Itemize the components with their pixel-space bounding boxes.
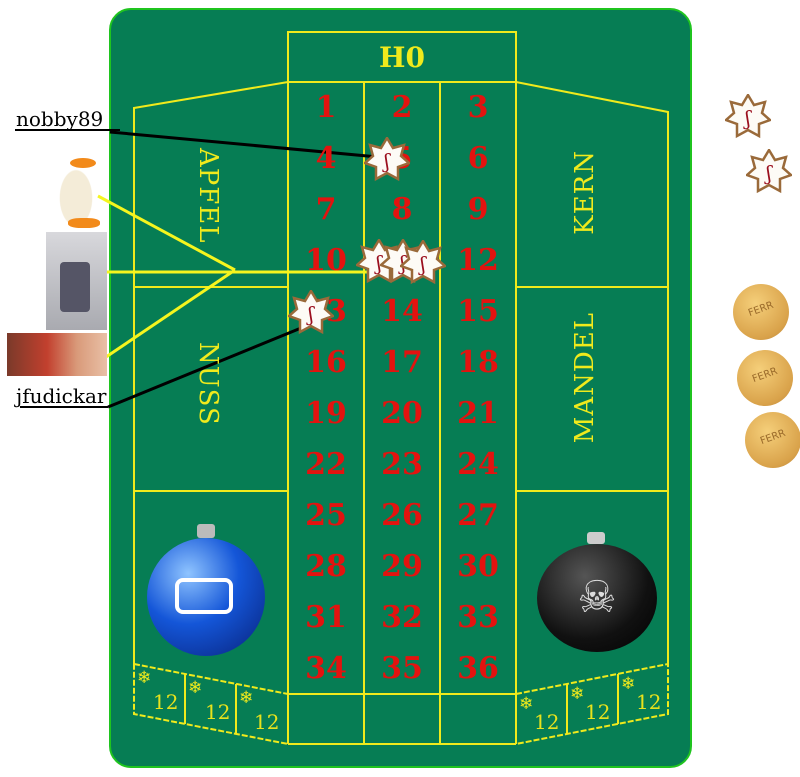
cookie-chip-stack-icon[interactable]: [725, 94, 771, 140]
dozen-bet-5[interactable]: 12: [585, 700, 611, 724]
bet-field-kern[interactable]: KERN: [570, 150, 600, 235]
blue-ornament-icon: [147, 524, 265, 656]
number-cell-1[interactable]: 1: [315, 90, 337, 125]
dozen-bet-3[interactable]: 12: [254, 710, 280, 734]
number-cell-6[interactable]: 6: [467, 141, 489, 176]
snowflake-icon: ❄: [137, 668, 152, 688]
number-cell-15[interactable]: 15: [457, 294, 499, 329]
bet-field-apfel[interactable]: APFEL: [193, 148, 223, 244]
bet-field-mandel[interactable]: MANDEL: [570, 312, 600, 444]
dozen-bet-4[interactable]: 12: [534, 710, 560, 734]
number-cell-32[interactable]: 32: [381, 600, 423, 635]
snowflake-icon: ❄: [621, 674, 636, 694]
number-cell-25[interactable]: 25: [305, 498, 347, 533]
number-cell-22[interactable]: 22: [305, 447, 347, 482]
number-cell-19[interactable]: 19: [305, 396, 347, 431]
number-cell-23[interactable]: 23: [381, 447, 423, 482]
number-cell-17[interactable]: 17: [381, 345, 423, 380]
train-avatar: [7, 333, 107, 376]
snowflake-icon: ❄: [519, 694, 534, 714]
cookie-chip-icon[interactable]: [288, 290, 334, 336]
snowflake-icon: ❄: [570, 684, 585, 704]
number-cell-24[interactable]: 24: [457, 447, 499, 482]
cookie-chip-icon[interactable]: [400, 240, 446, 286]
coin-label: FERR: [758, 427, 788, 448]
coin-label: FERR: [746, 299, 776, 320]
zero-field[interactable]: H0: [379, 40, 425, 74]
number-cell-35[interactable]: 35: [381, 651, 423, 686]
biscuit-coin-icon[interactable]: FERR: [733, 284, 789, 340]
coin-label: FERR: [750, 365, 780, 386]
number-cell-3[interactable]: 3: [467, 90, 489, 125]
number-cell-7[interactable]: 7: [315, 192, 337, 227]
biscuit-coin-icon[interactable]: FERR: [737, 350, 793, 406]
number-cell-34[interactable]: 34: [305, 651, 347, 686]
robot-avatar: [46, 232, 107, 330]
cookie-chip-icon[interactable]: [364, 137, 410, 183]
number-cell-33[interactable]: 33: [457, 600, 499, 635]
number-cell-27[interactable]: 27: [457, 498, 499, 533]
snowflake-icon: ❄: [239, 688, 254, 708]
duck-avatar: [48, 150, 104, 230]
number-cell-28[interactable]: 28: [305, 549, 347, 584]
number-cell-14[interactable]: 14: [381, 294, 423, 329]
dozen-bet-2[interactable]: 12: [205, 700, 231, 724]
player-name-jfudickar: jfudickar: [16, 384, 107, 408]
bet-field-nuss[interactable]: NUSS: [193, 342, 223, 426]
number-cell-36[interactable]: 36: [457, 651, 499, 686]
number-cell-16[interactable]: 16: [305, 345, 347, 380]
cookie-chip-stack-icon[interactable]: [746, 149, 792, 195]
number-cell-12[interactable]: 12: [457, 243, 499, 278]
number-cell-18[interactable]: 18: [457, 345, 499, 380]
number-cell-29[interactable]: 29: [381, 549, 423, 584]
number-cell-30[interactable]: 30: [457, 549, 499, 584]
number-cell-26[interactable]: 26: [381, 498, 423, 533]
number-cell-9[interactable]: 9: [467, 192, 489, 227]
number-cell-10[interactable]: 10: [305, 243, 347, 278]
number-cell-20[interactable]: 20: [381, 396, 423, 431]
snowflake-icon: ❄: [188, 678, 203, 698]
dozen-bet-1[interactable]: 12: [153, 690, 179, 714]
pirate-ornament-icon: ☠: [537, 532, 657, 652]
number-cell-21[interactable]: 21: [457, 396, 499, 431]
player-name-nobby89: nobby89: [16, 107, 104, 131]
number-cell-31[interactable]: 31: [305, 600, 347, 635]
biscuit-coin-icon[interactable]: FERR: [745, 412, 800, 468]
number-cell-2[interactable]: 2: [391, 90, 413, 125]
number-cell-4[interactable]: 4: [315, 141, 337, 176]
number-cell-8[interactable]: 8: [391, 192, 413, 227]
dozen-bet-6[interactable]: 12: [636, 690, 662, 714]
